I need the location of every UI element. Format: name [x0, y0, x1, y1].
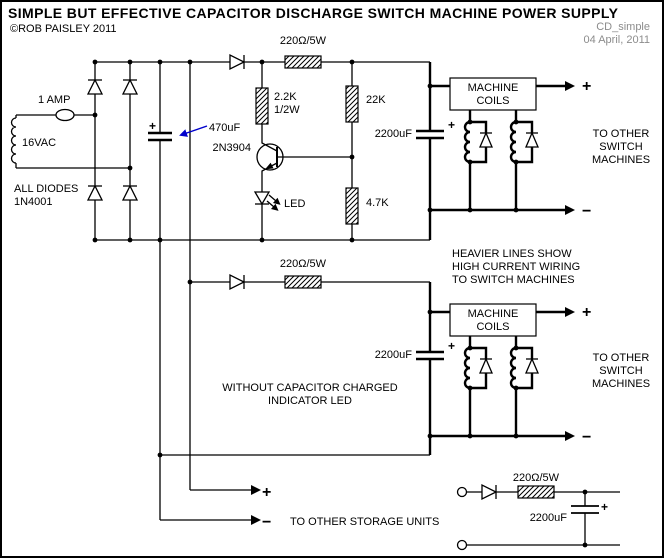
- fuse-label: 1 AMP: [38, 94, 70, 106]
- transistor-label: 2N3904: [212, 142, 251, 154]
- to-other-2-line1: TO OTHER: [593, 352, 650, 364]
- emitter-resistor: [345, 187, 359, 225]
- storage-plus: +: [262, 484, 271, 501]
- to-other-1-line1: TO OTHER: [593, 128, 650, 140]
- diode-note-line1: ALL DIODES: [14, 183, 78, 195]
- output-2-plus: +: [582, 304, 591, 321]
- storage-cap-2-label: 2200uF: [375, 349, 413, 361]
- storage-units-label: TO OTHER STORAGE UNITS: [290, 516, 439, 528]
- storage-cap-1-polarity: +: [448, 118, 455, 132]
- storage-cap-1-label: 2200uF: [375, 128, 413, 140]
- to-other-2-line2: SWITCH: [599, 365, 642, 377]
- no-led-note-line1: WITHOUT CAPACITOR CHARGED: [222, 382, 397, 394]
- storage-cap-2-polarity: +: [448, 339, 455, 353]
- date-label: 04 April, 2011: [584, 34, 650, 46]
- isolation-diode-1: [229, 53, 246, 71]
- bias-resistor: [255, 87, 269, 125]
- charge-resistor-1: [284, 55, 322, 69]
- charge-resistor-1-label: 220Ω/5W: [280, 35, 327, 47]
- copyright-label: ©ROB PAISLEY 2011: [10, 23, 117, 35]
- storage-capacitor-2: [416, 282, 444, 455]
- transistor-2n3904: [256, 124, 284, 192]
- charge-resistor-3-label: 220Ω/5W: [513, 472, 560, 484]
- diode-note-line2: 1N4001: [14, 196, 53, 208]
- terminal-icon: [456, 486, 468, 498]
- base-resistor-label: 22K: [366, 94, 386, 106]
- led-icon: [253, 191, 281, 211]
- output-1-plus: +: [582, 78, 591, 95]
- storage-cap-3-label: 2200uF: [530, 512, 568, 524]
- junction-dots: [92, 59, 588, 548]
- coils-2-label-line2: COILS: [476, 321, 509, 333]
- to-other-2-line3: MACHINES: [592, 378, 650, 390]
- storage-cap-3-polarity: +: [601, 500, 608, 514]
- emitter-resistor-label: 4.7K: [366, 197, 389, 209]
- pointer-arrow-icon: [179, 125, 208, 137]
- to-other-1-line2: SWITCH: [599, 141, 642, 153]
- filter-capacitor: [148, 125, 208, 142]
- to-other-1-line3: MACHINES: [592, 154, 650, 166]
- wiring: [15, 61, 620, 546]
- spare-unit-circuit: [456, 483, 599, 551]
- base-resistor: [345, 85, 359, 123]
- filter-cap-label: 470uF: [209, 122, 240, 134]
- bias-resistor-label: 2.2K: [274, 91, 297, 103]
- filter-cap-polarity: +: [149, 119, 156, 133]
- heavy-note-line3: TO SWITCH MACHINES: [452, 274, 575, 286]
- charge-resistor-2-label: 220Ω/5W: [280, 258, 327, 270]
- transformer: [10, 117, 17, 164]
- storage-minus: −: [262, 514, 271, 531]
- bias-resistor-rating: 1/2W: [274, 104, 300, 116]
- coils-1-label-line2: COILS: [476, 95, 509, 107]
- heavy-note-line2: HIGH CURRENT WIRING: [452, 261, 580, 273]
- file-id-label: CD_simple: [596, 21, 650, 33]
- heavy-note-line1: HEAVIER LINES SHOW: [452, 248, 572, 260]
- no-led-note-line2: INDICATOR LED: [268, 395, 352, 407]
- isolation-diode-2: [229, 273, 246, 291]
- voltage-label: 16VAC: [22, 137, 56, 149]
- page-title: SIMPLE BUT EFFECTIVE CAPACITOR DISCHARGE…: [8, 5, 619, 21]
- coils-2-label-line1: MACHINE: [468, 308, 519, 320]
- output-2-minus: −: [582, 429, 591, 446]
- terminal-icon: [456, 539, 468, 551]
- led-label: LED: [284, 198, 305, 210]
- charge-resistor-3: [517, 485, 555, 499]
- output-1-minus: −: [582, 203, 591, 220]
- coils-1-label-line1: MACHINE: [468, 82, 519, 94]
- fuse-icon: [55, 108, 75, 122]
- bridge-rectifier: [86, 78, 139, 201]
- storage-capacitor-1: [416, 62, 444, 240]
- charge-resistor-2: [284, 275, 322, 289]
